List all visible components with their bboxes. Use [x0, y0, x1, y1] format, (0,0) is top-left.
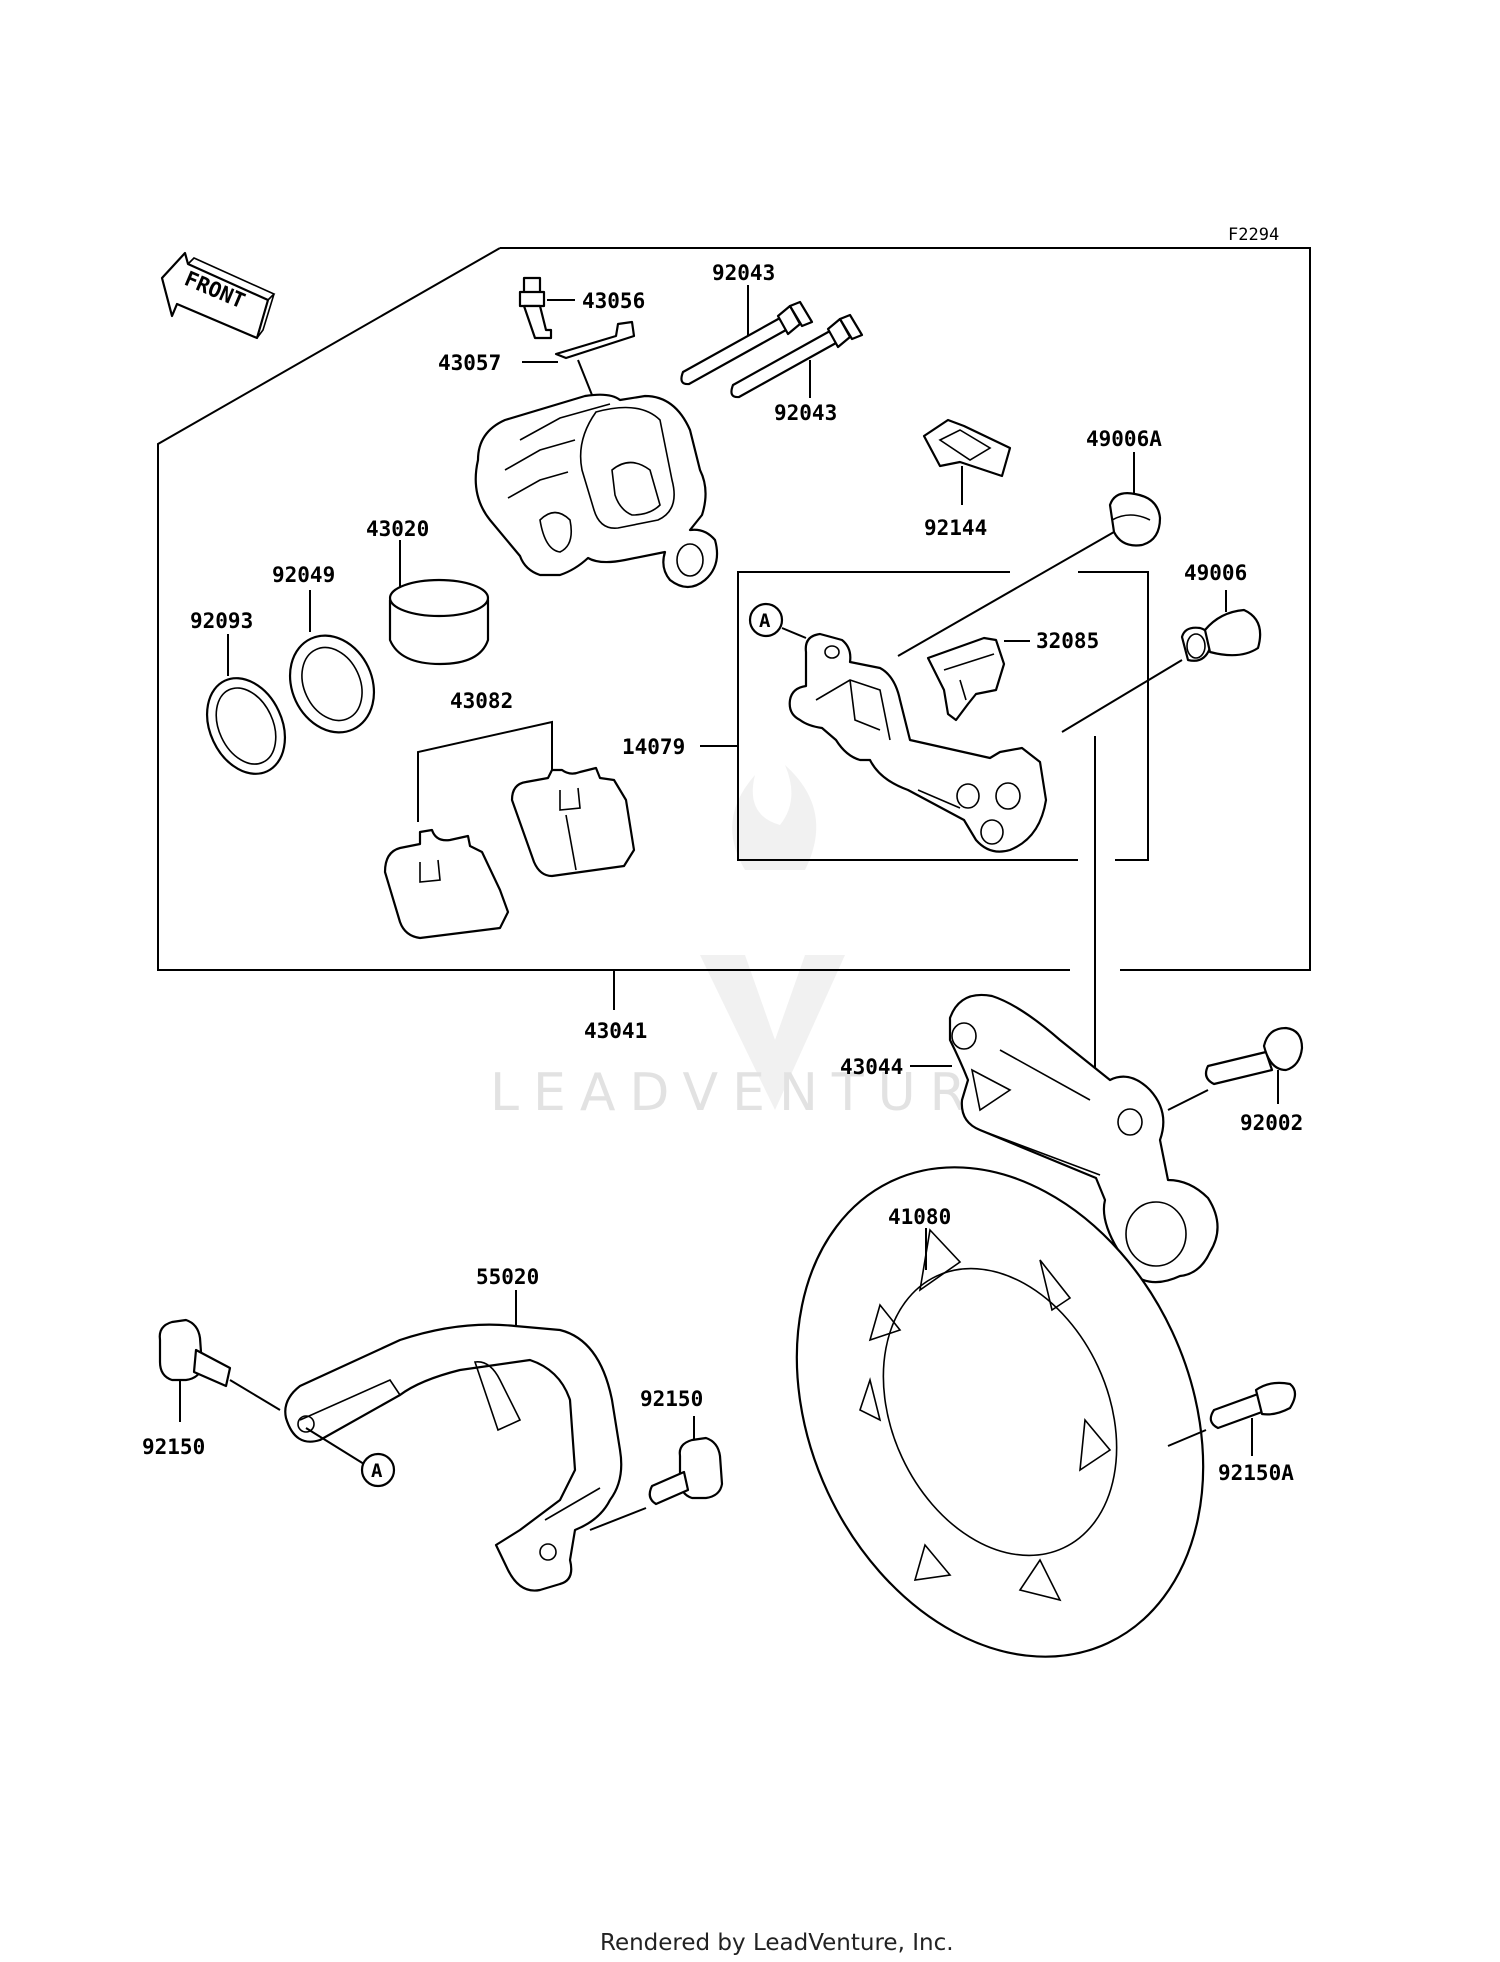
guide-32085	[926, 636, 1030, 722]
part-label-55020: 55020	[476, 1265, 539, 1289]
part-label-43082: 43082	[450, 689, 513, 713]
part-label-92150A: 92150A	[1218, 1461, 1294, 1485]
callout-a-bottom: A	[371, 1460, 383, 1482]
front-arrow-icon: FRONT	[160, 251, 276, 340]
cap-43057	[522, 320, 636, 401]
part-label-92049: 92049	[272, 563, 335, 587]
caliper-bracket-14079: A	[700, 602, 1048, 853]
part-label-92043-top: 92043	[712, 261, 775, 285]
brake-disc-41080	[795, 1166, 1205, 1658]
bleeder-valve-43056	[518, 276, 575, 340]
bolt-92150-mid	[589, 1416, 724, 1531]
part-label-41080: 41080	[888, 1205, 951, 1229]
sheet-code: F2294	[1228, 225, 1279, 245]
seal-92049	[288, 590, 376, 734]
part-label-43056: 43056	[582, 289, 645, 313]
part-label-92002: 92002	[1240, 1111, 1303, 1135]
pin-92043-top	[680, 285, 814, 386]
part-label-92093: 92093	[190, 609, 253, 633]
part-label-43057: 43057	[438, 351, 501, 375]
part-label-14079: 14079	[622, 735, 685, 759]
screw-92150A	[1167, 1381, 1297, 1456]
dust-seal-92093	[206, 634, 286, 775]
callout-a-top: A	[759, 610, 771, 632]
bolt-92002	[1167, 1026, 1304, 1111]
part-label-92150-mid: 92150	[640, 1387, 703, 1411]
footer-credit: Rendered by LeadVenture, Inc.	[600, 1930, 954, 1956]
part-label-49006A: 49006A	[1086, 427, 1162, 451]
part-label-43041: 43041	[584, 1019, 647, 1043]
boot-49006A	[897, 452, 1162, 657]
part-label-43044: 43044	[840, 1055, 903, 1079]
disc-guard-55020	[284, 1290, 623, 1592]
watermark-logo	[700, 765, 845, 1110]
caliper-body	[474, 393, 719, 589]
pad-spring-92144	[922, 418, 1012, 505]
assembly-box-14079	[737, 571, 1149, 861]
pin-bolt-49006	[1061, 590, 1262, 733]
watermark-text: LEADVENTUR	[490, 1063, 980, 1123]
piston-43020	[388, 540, 490, 666]
bolt-92150-left	[158, 1318, 281, 1422]
part-label-49006: 49006	[1184, 561, 1247, 585]
part-label-92043-bottom: 92043	[774, 401, 837, 425]
part-label-32085: 32085	[1036, 629, 1099, 653]
pad-set-43082	[383, 720, 636, 940]
part-label-92150-left: 92150	[142, 1435, 205, 1459]
part-label-43020: 43020	[366, 517, 429, 541]
mounting-bracket-43044	[910, 993, 1219, 1284]
pin-92043-bottom	[730, 313, 864, 399]
part-label-92144: 92144	[924, 516, 987, 540]
